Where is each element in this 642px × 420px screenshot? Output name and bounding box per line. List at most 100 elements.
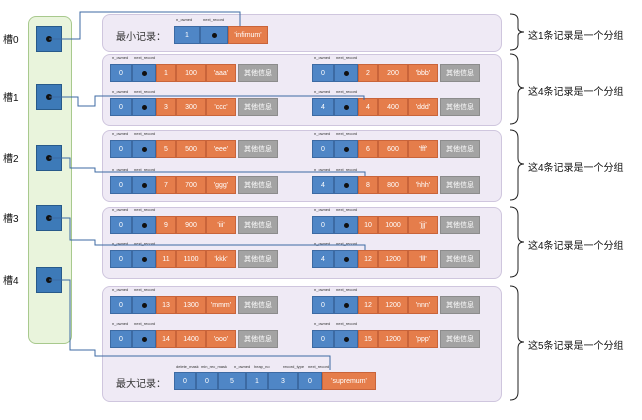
record-n-owned: 0 <box>110 330 132 348</box>
field-label-next-record: next_record <box>336 241 358 246</box>
record-extra-info: 其他信息 <box>238 64 278 82</box>
record-key-1: 7 <box>156 176 176 194</box>
max-record-record-type: 3 <box>268 372 298 390</box>
max-record-min-rec-mask: 0 <box>196 372 218 390</box>
pointer-dot <box>343 104 349 110</box>
brace-0 <box>509 13 525 51</box>
slot-label-0: 槽0 <box>3 35 19 46</box>
record-value: 'kkk' <box>206 250 236 268</box>
max-record-next-record: 0 <box>298 372 322 390</box>
slot0-link <box>49 11 241 40</box>
record-n-owned: 0 <box>110 216 132 234</box>
record-key-2: 1200 <box>378 296 408 314</box>
min-record-n-owned: 1 <box>174 26 200 44</box>
record-extra-info: 其他信息 <box>238 216 278 234</box>
record-n-owned: 4 <box>312 98 334 116</box>
record-key-2: 1200 <box>378 330 408 348</box>
pointer-dot <box>141 222 147 228</box>
pointer-dot <box>343 222 349 228</box>
record-extra-info: 其他信息 <box>440 216 480 234</box>
pointer-dot <box>343 256 349 262</box>
record-key-2: 1100 <box>176 250 206 268</box>
record-key-1: 13 <box>156 296 176 314</box>
record-n-owned: 0 <box>312 216 334 234</box>
field-label-n-owned: n_owned <box>112 321 129 326</box>
field-label-next-record: next_record <box>203 17 225 22</box>
record-n-owned: 0 <box>110 176 132 194</box>
record-next-pointer <box>132 296 156 314</box>
record-value: 'hhh' <box>408 176 438 194</box>
record-key-2: 1300 <box>176 296 206 314</box>
record-key-2: 1000 <box>378 216 408 234</box>
record-next-pointer <box>334 140 358 158</box>
slot3-link <box>49 217 366 250</box>
record-key-2: 700 <box>176 176 206 194</box>
record-value: 'mmm' <box>206 296 236 314</box>
record-n-owned: 0 <box>110 140 132 158</box>
record-key-1: 12 <box>358 296 378 314</box>
field-label-n-owned-max: n_owned <box>234 364 251 369</box>
record-extra-info: 其他信息 <box>238 296 278 314</box>
field-label-heap-no: heap_no <box>254 364 270 369</box>
pointer-dot <box>141 146 147 152</box>
pointer-dot <box>141 302 147 308</box>
record-n-owned: 0 <box>312 64 334 82</box>
record-key-1: 5 <box>156 140 176 158</box>
max-record-heap-no: 1 <box>246 372 268 390</box>
field-label-next-record: next_record <box>134 287 156 292</box>
field-label-next-record: next_record <box>134 89 156 94</box>
record-value: 'jjj' <box>408 216 438 234</box>
record-next-pointer <box>132 98 156 116</box>
record-key-1: 8 <box>358 176 378 194</box>
field-label-next-record: next_record <box>134 241 156 246</box>
slot-label-1: 槽1 <box>3 93 19 104</box>
brace-2 <box>509 129 525 201</box>
record-key-1: 2 <box>358 64 378 82</box>
slot-label-2: 槽2 <box>3 154 19 165</box>
brace-label-1: 这4条记录是一个分组 <box>528 87 624 98</box>
record-n-owned: 0 <box>110 250 132 268</box>
min-record-name: 'infimum' <box>228 26 268 44</box>
field-label-n-owned: n_owned <box>314 287 331 292</box>
record-next-pointer <box>334 250 358 268</box>
field-label-next-record: next_record <box>336 207 358 212</box>
field-label-delete-mask: delete_mask <box>176 364 199 369</box>
slot-label-3: 槽3 <box>3 214 19 225</box>
record-n-owned: 0 <box>312 330 334 348</box>
record-extra-info: 其他信息 <box>440 64 480 82</box>
field-label-next-record: next_record <box>134 167 156 172</box>
field-label-n-owned: n_owned <box>176 17 193 22</box>
record-value: 'ggg' <box>206 176 236 194</box>
record-key-1: 10 <box>358 216 378 234</box>
field-label-record-type: record_type <box>283 364 305 369</box>
record-n-owned: 0 <box>110 296 132 314</box>
pointer-dot <box>343 302 349 308</box>
pointer-dot <box>141 182 147 188</box>
record-key-1: 14 <box>156 330 176 348</box>
record-key-2: 300 <box>176 98 206 116</box>
record-next-pointer <box>132 330 156 348</box>
record-key-2: 900 <box>176 216 206 234</box>
record-next-pointer <box>132 216 156 234</box>
pointer-dot <box>141 256 147 262</box>
brace-label-4: 这5条记录是一个分组 <box>528 341 624 352</box>
record-value: 'ppp' <box>408 330 438 348</box>
record-key-2: 800 <box>378 176 408 194</box>
brace-4 <box>509 285 525 401</box>
record-next-pointer <box>132 176 156 194</box>
field-label-n-owned: n_owned <box>314 241 331 246</box>
field-label-n-owned: n_owned <box>314 207 331 212</box>
record-extra-info: 其他信息 <box>238 176 278 194</box>
field-label-next-record: next_record <box>134 207 156 212</box>
record-next-pointer <box>334 296 358 314</box>
max-record-name: 'supremum' <box>322 372 376 390</box>
record-n-owned: 0 <box>312 296 334 314</box>
field-label-next-record: next_record <box>336 167 358 172</box>
record-key-1: 4 <box>358 98 378 116</box>
field-label-n-owned: n_owned <box>314 167 331 172</box>
record-next-pointer <box>334 98 358 116</box>
field-label-n-owned: n_owned <box>112 207 129 212</box>
pointer-dot <box>343 182 349 188</box>
pointer-dot <box>211 32 217 38</box>
record-value: 'iii' <box>206 216 236 234</box>
